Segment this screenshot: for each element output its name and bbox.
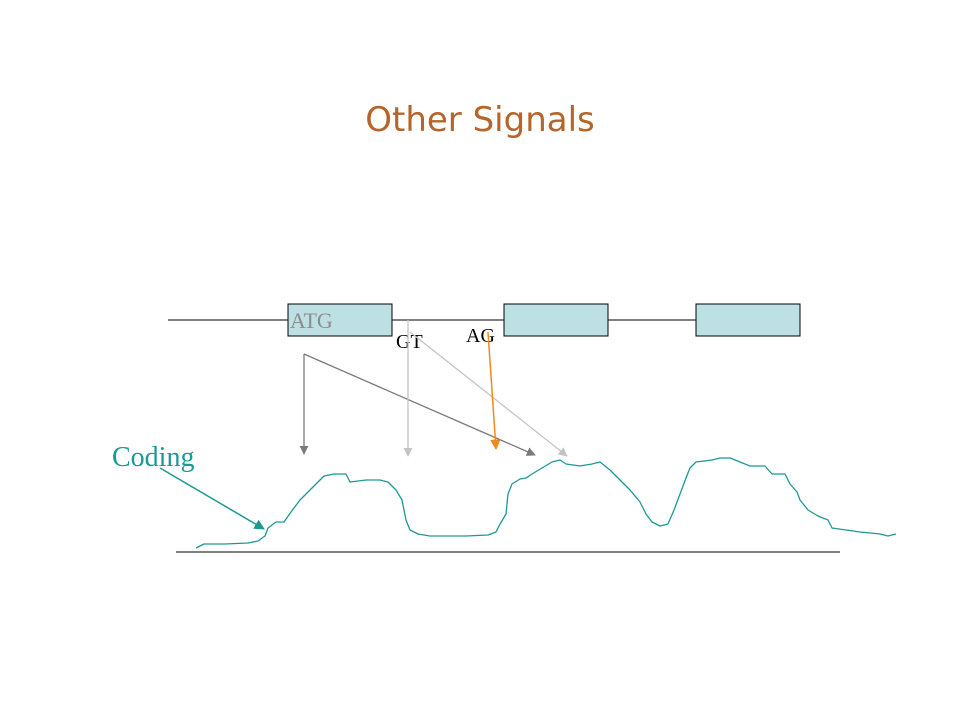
gt-arrow-diagonal bbox=[409, 331, 568, 457]
atg-label: ATG bbox=[290, 308, 333, 333]
atg-arrow-diagonal bbox=[303, 353, 536, 456]
ag-label: AG bbox=[466, 325, 495, 347]
gt-label: GT bbox=[396, 331, 423, 353]
ag-arrow bbox=[487, 331, 501, 451]
exon-3 bbox=[695, 303, 801, 337]
coding-signal-curve bbox=[195, 457, 897, 549]
coding-arrow bbox=[159, 467, 265, 530]
exon-1 bbox=[287, 303, 393, 337]
exon-2 bbox=[503, 303, 609, 337]
slide-title: Other Signals bbox=[365, 100, 595, 140]
coding-label: Coding bbox=[112, 442, 194, 473]
